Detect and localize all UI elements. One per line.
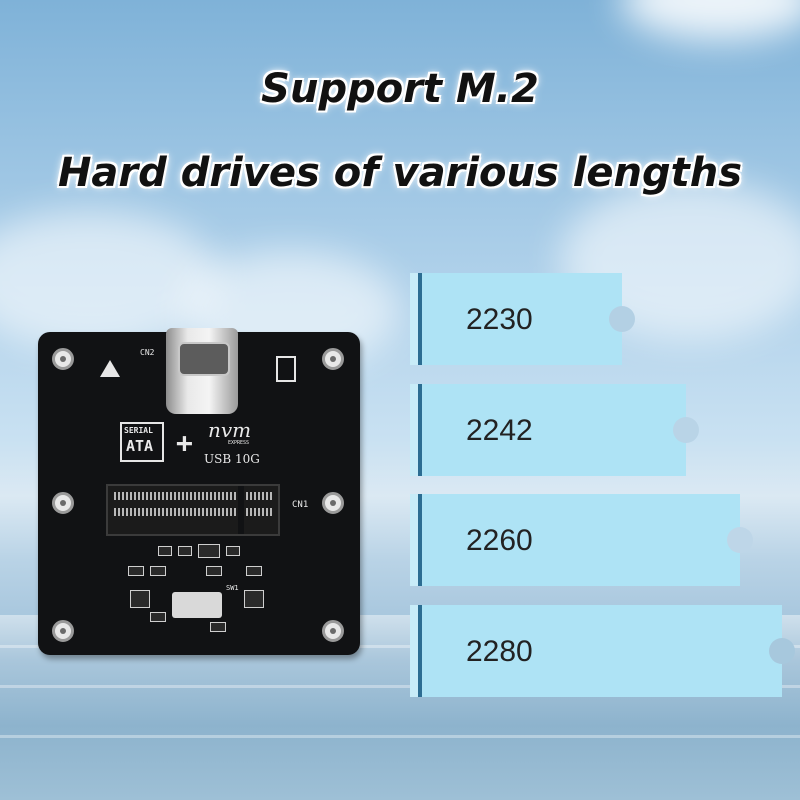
headline-line-1: Support M.2	[261, 66, 539, 112]
drive-length-label: 2242	[466, 414, 533, 447]
drive-card-2230: 2230	[410, 273, 635, 365]
component	[178, 546, 192, 556]
card-notch	[769, 638, 795, 664]
component	[206, 566, 222, 576]
drive-length-label: 2280	[466, 635, 533, 668]
mounting-hole	[52, 348, 74, 370]
m2-slot	[106, 484, 280, 536]
component	[244, 590, 264, 608]
card-notch	[609, 306, 635, 332]
slot-key	[238, 486, 244, 534]
component	[128, 566, 144, 576]
logo-ata-text: ATA	[126, 437, 154, 455]
component	[198, 544, 220, 558]
mounting-hole	[322, 348, 344, 370]
usb-10g-text: USB 10G	[204, 452, 260, 466]
drive-card-2242: 2242	[410, 384, 699, 476]
push-switch	[172, 592, 222, 618]
drive-length-label: 2230	[466, 303, 533, 336]
cloud	[620, 0, 800, 40]
sata-logo: SERIAL ATA	[120, 422, 164, 462]
component	[150, 566, 166, 576]
drive-card-2260: 2260	[410, 494, 753, 586]
connector-label: CN2	[140, 348, 155, 357]
mounting-hole	[52, 492, 74, 514]
drive-card-2280: 2280	[410, 605, 795, 697]
logo-serial-text: SERIAL	[124, 426, 153, 435]
mounting-hole	[322, 492, 344, 514]
component	[226, 546, 240, 556]
nvm-express-text: EXPRESS	[228, 440, 250, 446]
component	[158, 546, 172, 556]
nvm-logo: nvm	[208, 418, 252, 442]
weee-bin-icon	[276, 356, 296, 382]
mounting-hole	[322, 620, 344, 642]
headline-line-2: Hard drives of various lengths	[57, 150, 743, 196]
component	[150, 612, 166, 622]
switch-label: SW1	[226, 584, 239, 592]
esd-warning-icon	[100, 360, 120, 377]
component	[130, 590, 150, 608]
card-notch	[727, 527, 753, 553]
plus-sign: +	[176, 426, 193, 459]
card-notch	[673, 417, 699, 443]
slot-label: CN1	[292, 500, 309, 510]
drive-length-label: 2260	[466, 524, 533, 557]
usb-c-connector	[166, 328, 238, 414]
component	[246, 566, 262, 576]
usb-c-port	[178, 342, 230, 376]
component	[210, 622, 226, 632]
mounting-hole	[52, 620, 74, 642]
